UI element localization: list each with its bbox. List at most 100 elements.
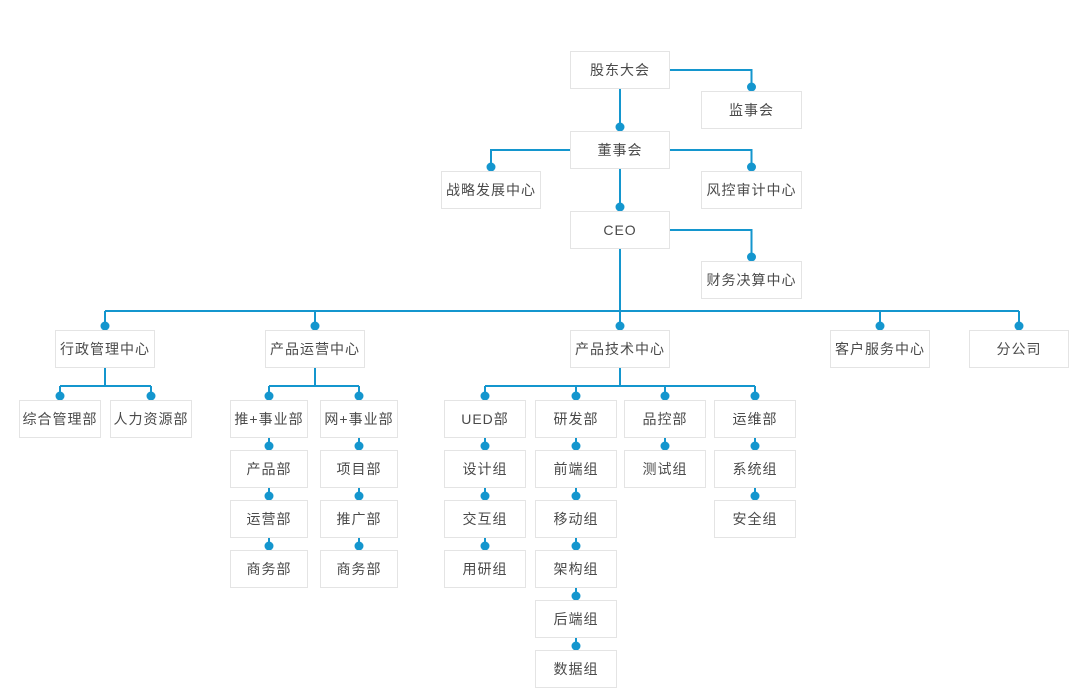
org-node-label: 监事会 xyxy=(729,102,774,118)
org-node-business-dept-wang: 商务部 xyxy=(320,550,398,588)
org-node-label: 产品技术中心 xyxy=(575,341,665,357)
org-node-label: 财务决算中心 xyxy=(706,272,797,288)
connector-dot xyxy=(486,162,496,172)
connector-dot xyxy=(660,391,670,401)
connector-dot xyxy=(146,391,156,401)
org-node-hr-dept: 人力资源部 xyxy=(110,400,192,438)
connector-dot xyxy=(1014,321,1024,331)
org-node-data-group: 数据组 xyxy=(535,650,617,688)
connector-dot xyxy=(571,641,581,651)
org-node-supervisory-board: 监事会 xyxy=(701,91,802,129)
org-node-label: 交互组 xyxy=(462,511,508,527)
org-node-finance-center: 财务决算中心 xyxy=(701,261,802,299)
org-node-label: 架构组 xyxy=(553,561,599,577)
org-node-mobile-group: 移动组 xyxy=(535,500,617,538)
org-node-label: UED部 xyxy=(461,411,509,427)
org-node-backend-group: 后端组 xyxy=(535,600,617,638)
org-node-ued-dept: UED部 xyxy=(444,400,526,438)
org-node-label: 测试组 xyxy=(642,461,688,477)
org-node-product-dept: 产品部 xyxy=(230,450,308,488)
org-node-label: 商务部 xyxy=(246,561,292,577)
org-node-label: 分公司 xyxy=(996,341,1042,357)
org-node-wang-division: 网+事业部 xyxy=(320,400,398,438)
connector-dot xyxy=(264,391,274,401)
connector-dot xyxy=(55,391,65,401)
org-node-label: 产品部 xyxy=(246,461,292,477)
connector-dot xyxy=(354,391,364,401)
org-node-label: 董事会 xyxy=(597,142,643,158)
org-node-label: 数据组 xyxy=(553,661,599,677)
org-node-shareholders-meeting: 股东大会 xyxy=(570,51,670,89)
connector-dot xyxy=(747,82,756,92)
connector-dot xyxy=(264,441,274,451)
org-node-label: 风控审计中心 xyxy=(706,182,797,198)
connector-dot xyxy=(615,321,625,331)
connector-dot xyxy=(480,391,490,401)
org-node-architecture-group: 架构组 xyxy=(535,550,617,588)
org-node-user-research-group: 用研组 xyxy=(444,550,526,588)
org-node-strategy-center: 战略发展中心 xyxy=(441,171,541,209)
connector-dot xyxy=(615,202,625,212)
connector-dot xyxy=(615,122,625,132)
connector-dot xyxy=(750,441,760,451)
connector-dot xyxy=(354,541,364,551)
connector-dot xyxy=(571,391,581,401)
connector-dot xyxy=(264,491,274,501)
connector-dot xyxy=(354,441,364,451)
org-node-risk-audit-center: 风控审计中心 xyxy=(701,171,802,209)
org-node-label: 后端组 xyxy=(553,611,599,627)
org-node-label: 系统组 xyxy=(732,461,778,477)
connector-dot xyxy=(310,321,320,331)
connector-dot xyxy=(571,491,581,501)
connector-dot xyxy=(100,321,110,331)
org-node-label: 产品运营中心 xyxy=(270,341,360,357)
org-node-label: 项目部 xyxy=(336,461,382,477)
org-node-qc-dept: 品控部 xyxy=(624,400,706,438)
org-node-label: 移动组 xyxy=(553,511,599,527)
org-node-board-of-directors: 董事会 xyxy=(570,131,670,169)
org-node-security-group: 安全组 xyxy=(714,500,796,538)
org-node-label: 人力资源部 xyxy=(113,411,189,427)
org-node-customer-service-center: 客户服务中心 xyxy=(830,330,930,368)
org-node-frontend-group: 前端组 xyxy=(535,450,617,488)
connector-dot xyxy=(571,441,581,451)
org-node-general-mgmt-dept: 综合管理部 xyxy=(19,400,101,438)
org-node-label: 行政管理中心 xyxy=(60,341,150,357)
org-node-label: 网+事业部 xyxy=(324,411,394,427)
org-node-promotion-dept: 推广部 xyxy=(320,500,398,538)
org-node-ceo: CEO xyxy=(570,211,670,249)
org-node-testing-group: 测试组 xyxy=(624,450,706,488)
org-node-label: 前端组 xyxy=(553,461,599,477)
org-node-label: 客户服务中心 xyxy=(835,341,925,357)
org-node-design-group: 设计组 xyxy=(444,450,526,488)
org-node-label: 综合管理部 xyxy=(22,411,98,427)
org-node-admin-center: 行政管理中心 xyxy=(55,330,155,368)
org-node-project-dept: 项目部 xyxy=(320,450,398,488)
connector-dot xyxy=(747,162,756,172)
org-node-business-dept-tui: 商务部 xyxy=(230,550,308,588)
connector-dot xyxy=(750,391,760,401)
org-node-rd-dept: 研发部 xyxy=(535,400,617,438)
org-node-label: 设计组 xyxy=(462,461,508,477)
org-node-label: 品控部 xyxy=(642,411,688,427)
org-node-label: 安全组 xyxy=(732,511,778,527)
org-node-label: 研发部 xyxy=(553,411,599,427)
org-node-system-group: 系统组 xyxy=(714,450,796,488)
org-node-label: 用研组 xyxy=(462,561,508,577)
org-node-product-ops-center: 产品运营中心 xyxy=(265,330,365,368)
connector-dot xyxy=(571,541,581,551)
org-node-label: 商务部 xyxy=(336,561,382,577)
org-node-label: 战略发展中心 xyxy=(446,182,536,198)
org-node-product-tech-center: 产品技术中心 xyxy=(570,330,670,368)
org-node-tui-division: 推+事业部 xyxy=(230,400,308,438)
org-node-label: 推+事业部 xyxy=(234,411,304,427)
org-node-label: 运维部 xyxy=(732,411,778,427)
connector-dot xyxy=(875,321,885,331)
org-node-label: CEO xyxy=(603,222,637,238)
org-node-label: 股东大会 xyxy=(590,62,650,78)
connector-dot xyxy=(480,491,490,501)
connector-dot xyxy=(480,441,490,451)
